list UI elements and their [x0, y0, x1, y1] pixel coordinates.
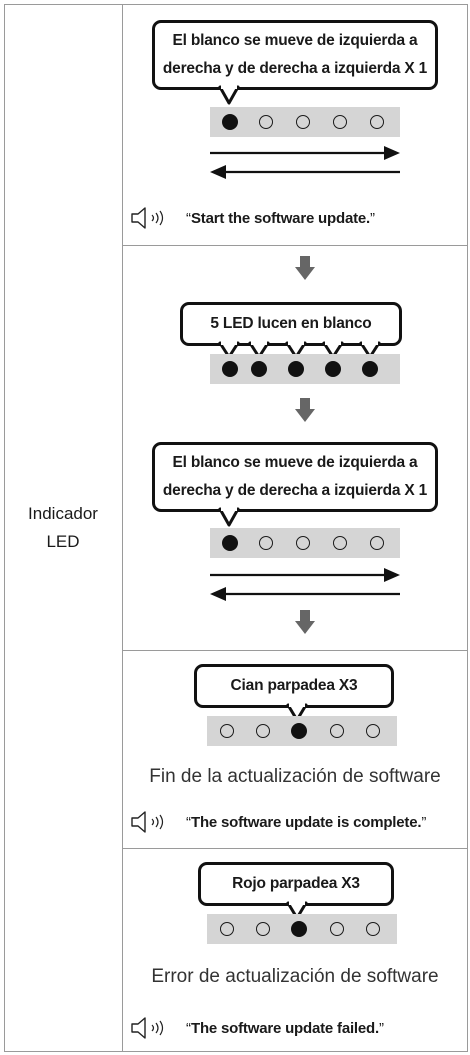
- start-bubble-line1: El blanco se mueve de izquierda a: [172, 32, 418, 49]
- start-led-2: [259, 115, 273, 129]
- all-led-3: [288, 361, 304, 377]
- speaker-icon: [131, 1017, 164, 1039]
- move-led-5: [370, 536, 384, 550]
- start-voice-row: “Start the software update.”: [130, 206, 375, 230]
- all-led-2: [251, 361, 267, 377]
- move-bubble: El blanco se mueve de izquierda a derech…: [152, 442, 438, 512]
- start-led-3: [296, 115, 310, 129]
- start-led-1: [222, 114, 238, 130]
- row-divider-1: [122, 245, 468, 246]
- start-led-4: [333, 115, 347, 129]
- start-voice-prompt: Start the software update.: [191, 209, 370, 227]
- table-border-right: [467, 4, 468, 1052]
- failed-bubble-text: Rojo parpadea X3: [232, 875, 360, 892]
- complete-led-1: [220, 724, 234, 738]
- complete-voice-prompt: The software update is complete.: [191, 813, 422, 831]
- table-border-bottom: [4, 1051, 468, 1052]
- complete-bubble: Cian parpadea X3: [194, 664, 394, 708]
- move-bubble-line2: derecha y de derecha a izquierda X 1: [162, 482, 428, 499]
- start-bubble: El blanco se mueve de izquierda a derech…: [152, 20, 438, 90]
- row-label-line1: Indicador: [28, 504, 98, 523]
- failed-led-4: [330, 922, 344, 936]
- table-border-left: [4, 4, 5, 1052]
- speaker-icon: [131, 811, 164, 833]
- complete-caption: Fin de la actualización de software: [149, 766, 441, 787]
- all-led-1: [222, 361, 238, 377]
- all-leds-bubble-text: 5 LED lucen en blanco: [210, 315, 372, 332]
- failed-caption: Error de actualización de software: [151, 966, 439, 987]
- speaker-icon: [131, 207, 164, 229]
- complete-led-5: [366, 724, 380, 738]
- all-led-5: [362, 361, 378, 377]
- complete-bubble-text: Cian parpadea X3: [230, 677, 358, 694]
- start-led-5: [370, 115, 384, 129]
- row-divider-2: [122, 650, 468, 651]
- move-bubble-line1: El blanco se mueve de izquierda a: [172, 454, 418, 471]
- complete-led-4: [330, 724, 344, 738]
- all-leds-bubble: 5 LED lucen en blanco: [180, 302, 402, 346]
- move-led-1: [222, 535, 238, 551]
- column-divider: [122, 4, 123, 1052]
- complete-led-2: [256, 724, 270, 738]
- move-led-2: [259, 536, 273, 550]
- move-led-3: [296, 536, 310, 550]
- failed-led-3: [291, 921, 307, 937]
- start-bubble-line2: derecha y de derecha a izquierda X 1: [162, 60, 428, 77]
- failed-led-1: [220, 922, 234, 936]
- row-divider-3: [122, 848, 468, 849]
- table-border-top: [4, 4, 468, 5]
- failed-voice-row: “The software update failed.”: [130, 1016, 384, 1040]
- move-led-4: [333, 536, 347, 550]
- failed-led-5: [366, 922, 380, 936]
- row-label-line2: LED: [46, 532, 80, 551]
- failed-led-2: [256, 922, 270, 936]
- failed-voice-prompt: The software update failed.: [191, 1019, 379, 1037]
- complete-voice-row: “The software update is complete.”: [130, 810, 426, 834]
- complete-led-3: [291, 723, 307, 739]
- all-led-4: [325, 361, 341, 377]
- row-label: Indicador LED: [4, 4, 122, 1052]
